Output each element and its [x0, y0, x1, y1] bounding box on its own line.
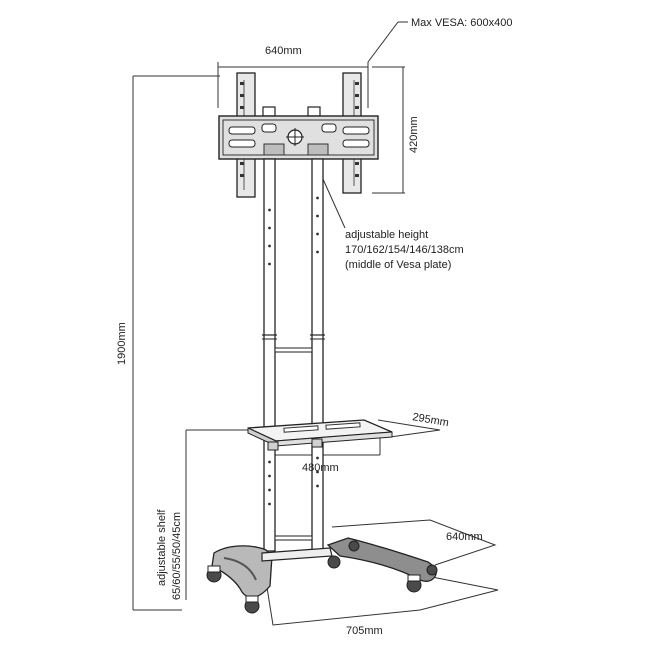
total-height-label: 1900mm — [116, 322, 128, 365]
stand-poles — [262, 158, 325, 552]
stand-base — [206, 537, 438, 614]
adjustable-height-note: (middle of Vesa plate) — [345, 259, 451, 271]
adjustable-shelf-title: adjustable shelf — [156, 509, 168, 586]
adjustable-height-title: adjustable height — [345, 229, 428, 241]
dimension-lines — [132, 21, 499, 626]
bracket-hooks — [262, 106, 321, 117]
shelf — [247, 419, 393, 451]
bracket-height-label: 420mm — [408, 116, 420, 153]
adjustable-shelf-values: 65/60/55/50/45cm — [171, 512, 183, 600]
base-depth-label: 640mm — [446, 531, 483, 543]
vesa-label: Max VESA: 600x400 — [411, 17, 513, 29]
base-width-label: 705mm — [346, 625, 383, 637]
adjustable-height-values: 170/162/154/146/138cm — [345, 244, 464, 256]
bracket-width-label: 640mm — [265, 45, 302, 57]
cross-bars — [274, 347, 313, 541]
caster-wheels — [206, 540, 438, 614]
vesa-mounting-plate — [218, 115, 379, 160]
shelf-width-label: 480mm — [302, 462, 339, 474]
